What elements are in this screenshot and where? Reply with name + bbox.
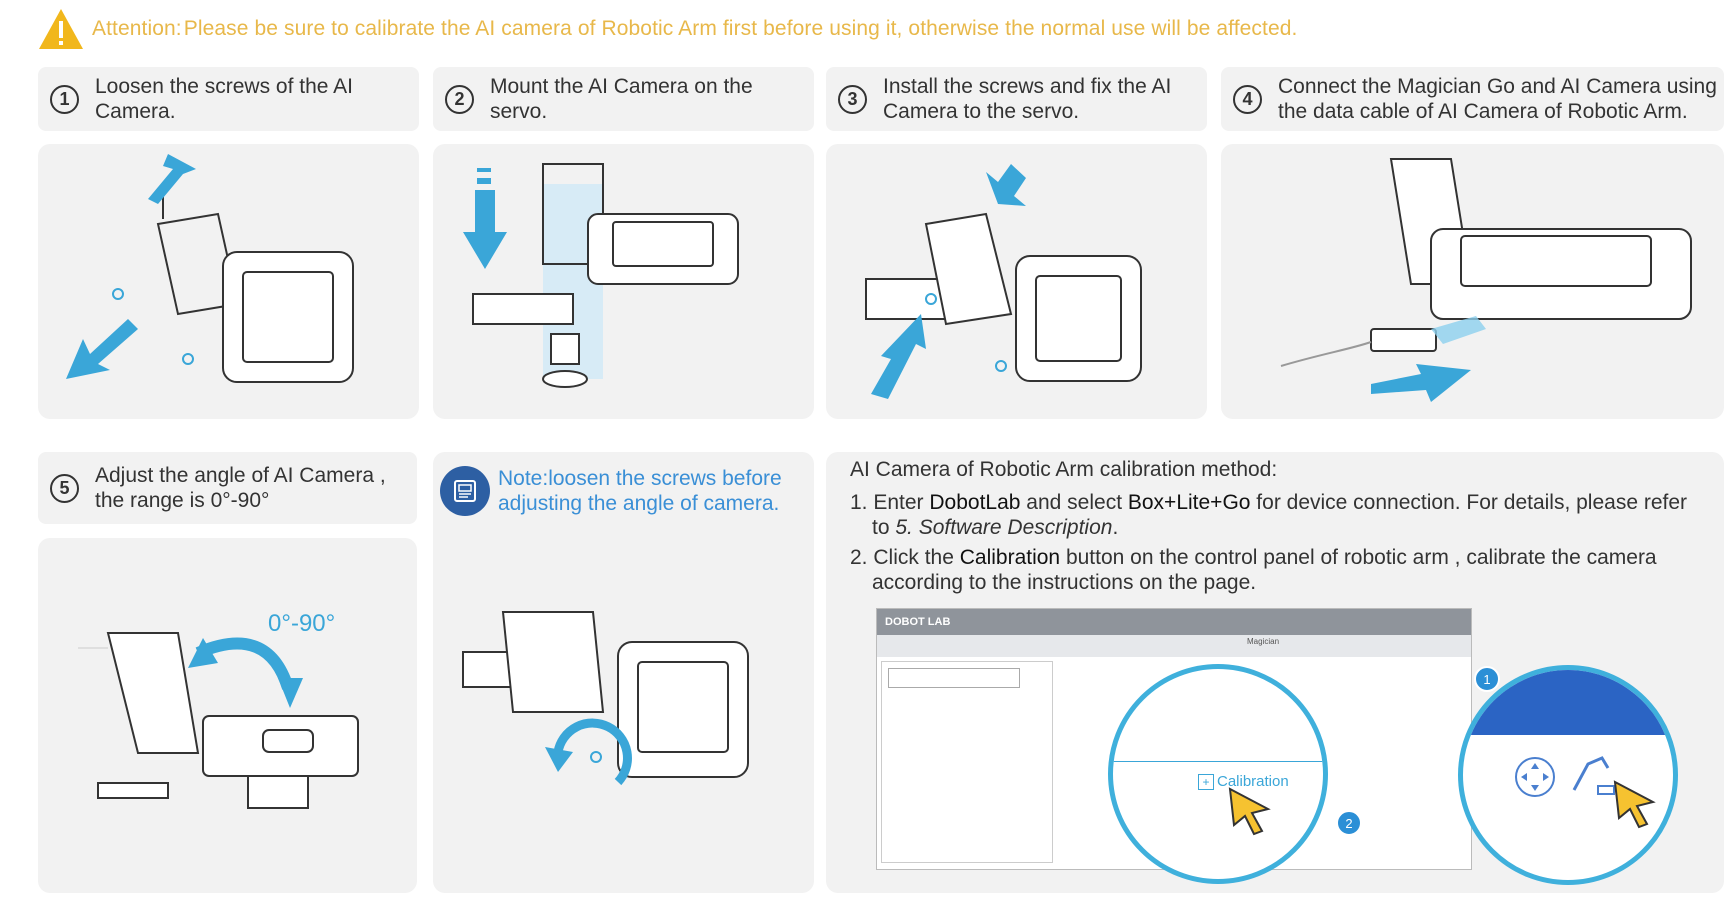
arrow-up-icon — [148, 154, 196, 204]
calibration-method: AI Camera of Robotic Arm calibration met… — [850, 457, 1700, 600]
step-5-illustration — [38, 538, 417, 893]
step-text: Mount the AI Camera on the servo. — [490, 75, 753, 123]
attention-text: Attention:Please be sure to calibrate th… — [92, 17, 1298, 40]
cursor-icon — [1613, 780, 1656, 829]
control-panel-zoom-callout — [1458, 665, 1678, 885]
step-number: 5 — [50, 473, 79, 503]
search-input — [888, 668, 1020, 688]
step-1-illustration — [38, 144, 419, 419]
arrow-down-icon — [463, 190, 507, 269]
arrow-down-icon — [986, 164, 1026, 206]
step-number: 2 — [445, 84, 474, 114]
step-number: 4 — [1233, 84, 1262, 114]
step-3-illustration — [826, 144, 1207, 419]
document-icon — [440, 466, 490, 516]
robot-arm-icon — [1572, 756, 1615, 795]
step-text: Adjust the angle of AI Camera , the rang… — [95, 464, 386, 512]
note-illustration — [433, 452, 814, 893]
direction-pad-icon — [1515, 757, 1555, 797]
method-step-1: 1. Enter DobotLab and select Box+Lite+Go… — [850, 491, 1688, 539]
angle-range-label: 0°-90° — [268, 610, 336, 637]
step-2-illustration — [433, 144, 814, 419]
note-callout: Note:loosen the screws before adjusting … — [440, 466, 798, 516]
app-logo: DOBOT LAB — [885, 616, 951, 628]
warning-triangle-icon — [39, 9, 83, 49]
step-number: 3 — [838, 84, 867, 114]
callout-badge-1: 1 — [1474, 666, 1500, 692]
step-text: Connect the Magician Go and AI Camera us… — [1278, 75, 1717, 123]
step-number: 1 — [50, 84, 79, 114]
arrow-left-icon — [1371, 364, 1471, 402]
calibration-zoom-callout: +Calibration — [1108, 664, 1328, 884]
method-title: AI Camera of Robotic Arm calibration met… — [850, 458, 1278, 481]
step-text: Loosen the screws of the AI Camera. — [95, 75, 353, 123]
app-header: DOBOT LAB — [877, 609, 1471, 635]
sidebar-panel — [881, 661, 1053, 863]
step-4-header: 4 Connect the Magician Go and AI Camera … — [1221, 67, 1724, 131]
attention-banner: Attention:Please be sure to calibrate th… — [38, 6, 1297, 52]
step-1-header: 1 Loosen the screws of the AI Camera. — [38, 67, 419, 131]
calibration-button: +Calibration — [1198, 773, 1289, 790]
toolbar — [877, 635, 1471, 657]
note-text: Note:loosen the screws before adjusting … — [498, 467, 782, 515]
arrow-down-icon — [66, 319, 138, 379]
angle-arc — [195, 637, 294, 690]
callout-badge-2: 2 — [1336, 810, 1362, 836]
step-5-header: 5 Adjust the angle of AI Camera , the ra… — [38, 452, 417, 524]
step-3-header: 3 Install the screws and fix the AI Came… — [826, 67, 1207, 131]
user-name: Magician — [1247, 637, 1280, 646]
method-step-2: 2. Click the Calibration button on the c… — [850, 546, 1657, 594]
arrow-up-icon — [871, 314, 926, 399]
cursor-icon — [1228, 787, 1271, 836]
step-2-header: 2 Mount the AI Camera on the servo. — [433, 67, 814, 131]
step-4-illustration — [1221, 144, 1724, 419]
step-text: Install the screws and fix the AI Camera… — [883, 75, 1172, 123]
